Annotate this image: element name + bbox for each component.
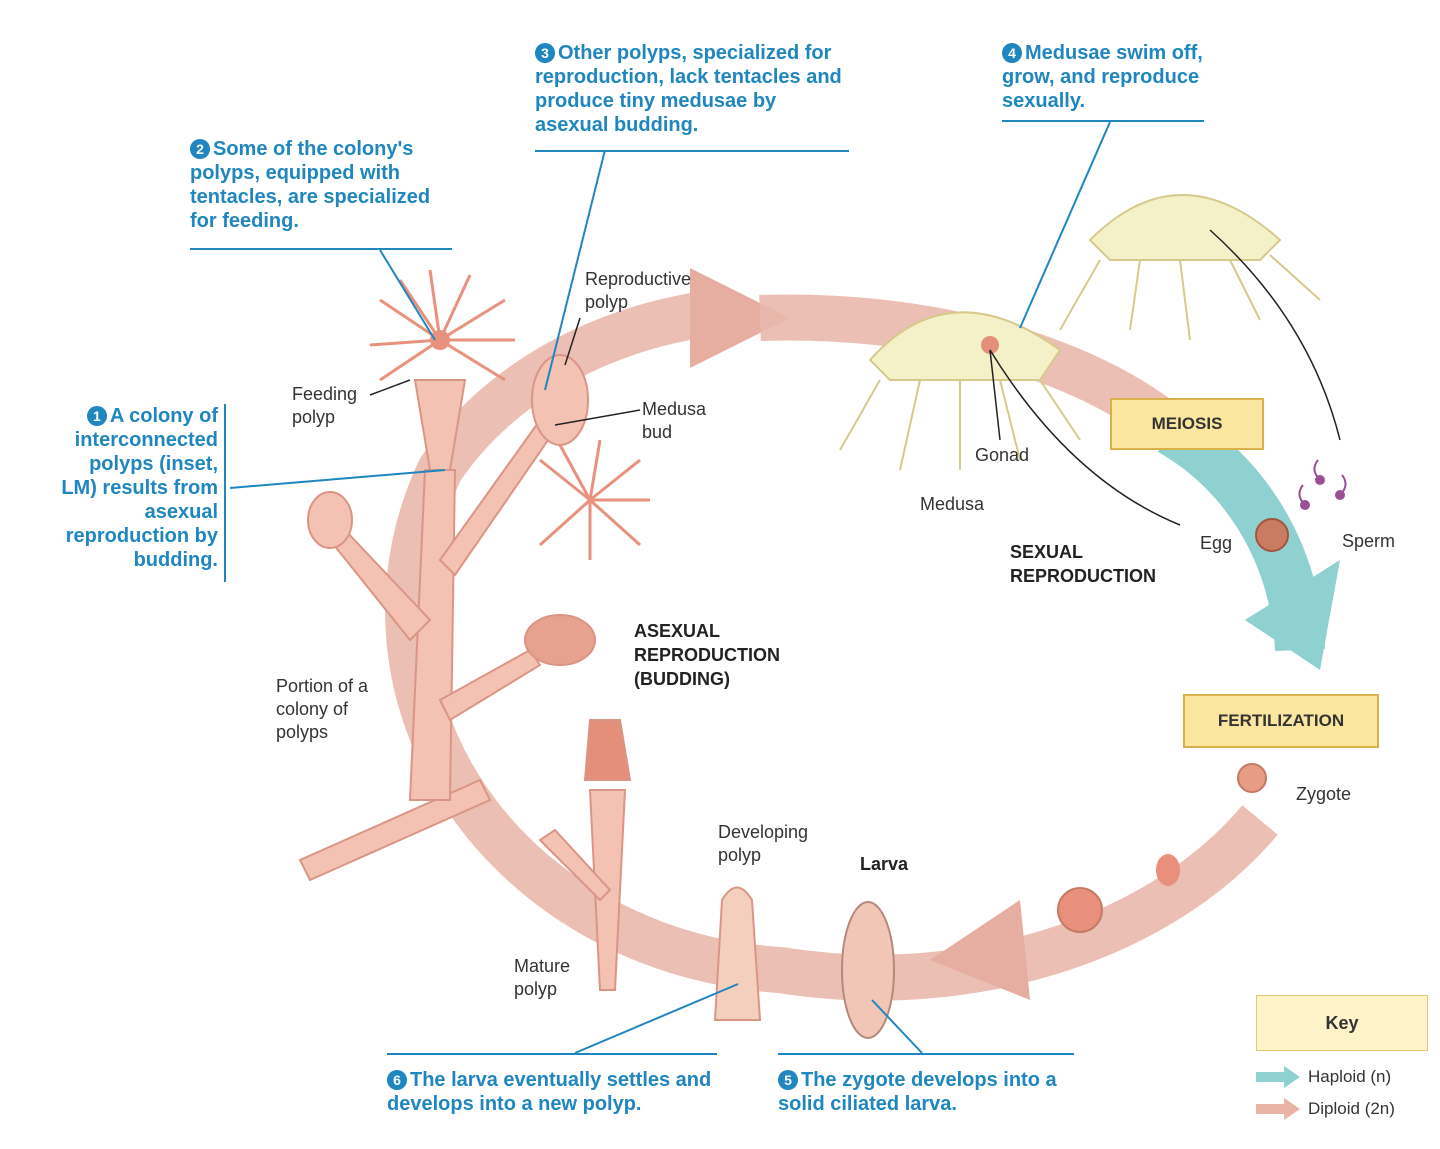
- larva-label: Larva: [860, 854, 909, 874]
- step-4-number: 4: [1002, 43, 1022, 63]
- step-3-rule: [535, 150, 849, 152]
- key-haploid-label: Haploid (n): [1308, 1067, 1392, 1086]
- egg-cell: [1255, 518, 1289, 552]
- key-diploid-label: Diploid (2n): [1308, 1099, 1395, 1118]
- key-title: Key: [1256, 995, 1428, 1051]
- step-1-rule: [224, 404, 226, 582]
- fertilization-box: FERTILIZATION: [1183, 694, 1379, 748]
- embryo-cell: [1156, 854, 1180, 886]
- second-feeding-polyp-tentacles: [538, 439, 650, 560]
- step-6-text: The larva eventually settles and develop…: [387, 1069, 712, 1115]
- medusa-bud-label: Medusa bud: [642, 399, 707, 442]
- medusa-small: [839, 311, 1081, 471]
- feeding-polyp-tentacles: [369, 269, 515, 382]
- diploid-arrowhead-top: [690, 268, 790, 368]
- mature-polyp-label: Mature polyp: [514, 956, 571, 999]
- step-1-number: 1: [86, 406, 107, 426]
- step-5-rule: [778, 1053, 1074, 1055]
- mature-polyp: [538, 719, 632, 991]
- medusa-large: [1059, 194, 1321, 341]
- gonad-label: Gonad: [975, 445, 1030, 465]
- key-diploid-row: Diploid (2n): [1256, 1098, 1395, 1120]
- blastula-cell: [1057, 887, 1103, 933]
- haploid-arrow-icon: [1256, 1066, 1300, 1088]
- diploid-arrowhead-bottom: [930, 900, 1030, 1000]
- step-5-number: 5: [778, 1070, 798, 1090]
- sperm-label: Sperm: [1342, 531, 1396, 551]
- medusa-label: Medusa: [920, 494, 985, 514]
- step-3-number: 3: [535, 43, 555, 63]
- step-6-number: 6: [387, 1070, 407, 1090]
- sexual-reproduction-label: SEXUAL REPRODUCTION: [1010, 542, 1157, 586]
- step-2-rule: [190, 248, 452, 250]
- reproductive-polyp-label: Reproductive polyp: [585, 269, 692, 312]
- meiosis-box: MEIOSIS: [1110, 398, 1264, 450]
- developing-polyp: [713, 886, 762, 1021]
- step-4-rule: [1002, 120, 1204, 122]
- feeding-polyp-mouth: [430, 330, 450, 350]
- step-5-text: The zygote develops into a solid ciliate…: [778, 1069, 1057, 1115]
- sperm-cells: [1298, 459, 1347, 510]
- portion-colony-label: Portion of a colony of polyps: [276, 676, 369, 742]
- zygote-label: Zygote: [1296, 784, 1352, 804]
- step-4-text: Medusae swim off, grow, and reproduce se…: [1002, 42, 1203, 112]
- feeding-polyp-label: Feeding polyp: [292, 384, 358, 427]
- haploid-arrowhead: [1245, 560, 1340, 670]
- polyp-colony: [298, 354, 596, 882]
- step-1-text: A colony of interconnected polyps (inset…: [61, 405, 218, 571]
- blue-leader-lines: [229, 121, 1111, 1054]
- key-haploid-row: Haploid (n): [1256, 1066, 1391, 1088]
- diploid-cycle-band: [385, 289, 1278, 1001]
- diploid-arrow-icon: [1256, 1098, 1300, 1120]
- egg-label: Egg: [1200, 533, 1233, 553]
- step-2-text: Some of the colony's polyps, equipped wi…: [190, 138, 431, 232]
- asexual-reproduction-label: ASEXUAL REPRODUCTION (BUDDING): [634, 621, 781, 689]
- larva-body: [841, 901, 895, 1039]
- step-2-number: 2: [190, 139, 210, 159]
- step-3-text: Other polyps, specialized for reproducti…: [535, 42, 842, 136]
- zygote-cell: [1237, 763, 1267, 793]
- gonad-spot: [981, 336, 999, 354]
- black-leader-lines: [369, 229, 1341, 526]
- step-6-rule: [387, 1053, 717, 1055]
- developing-polyp-label: Developing polyp: [718, 822, 809, 865]
